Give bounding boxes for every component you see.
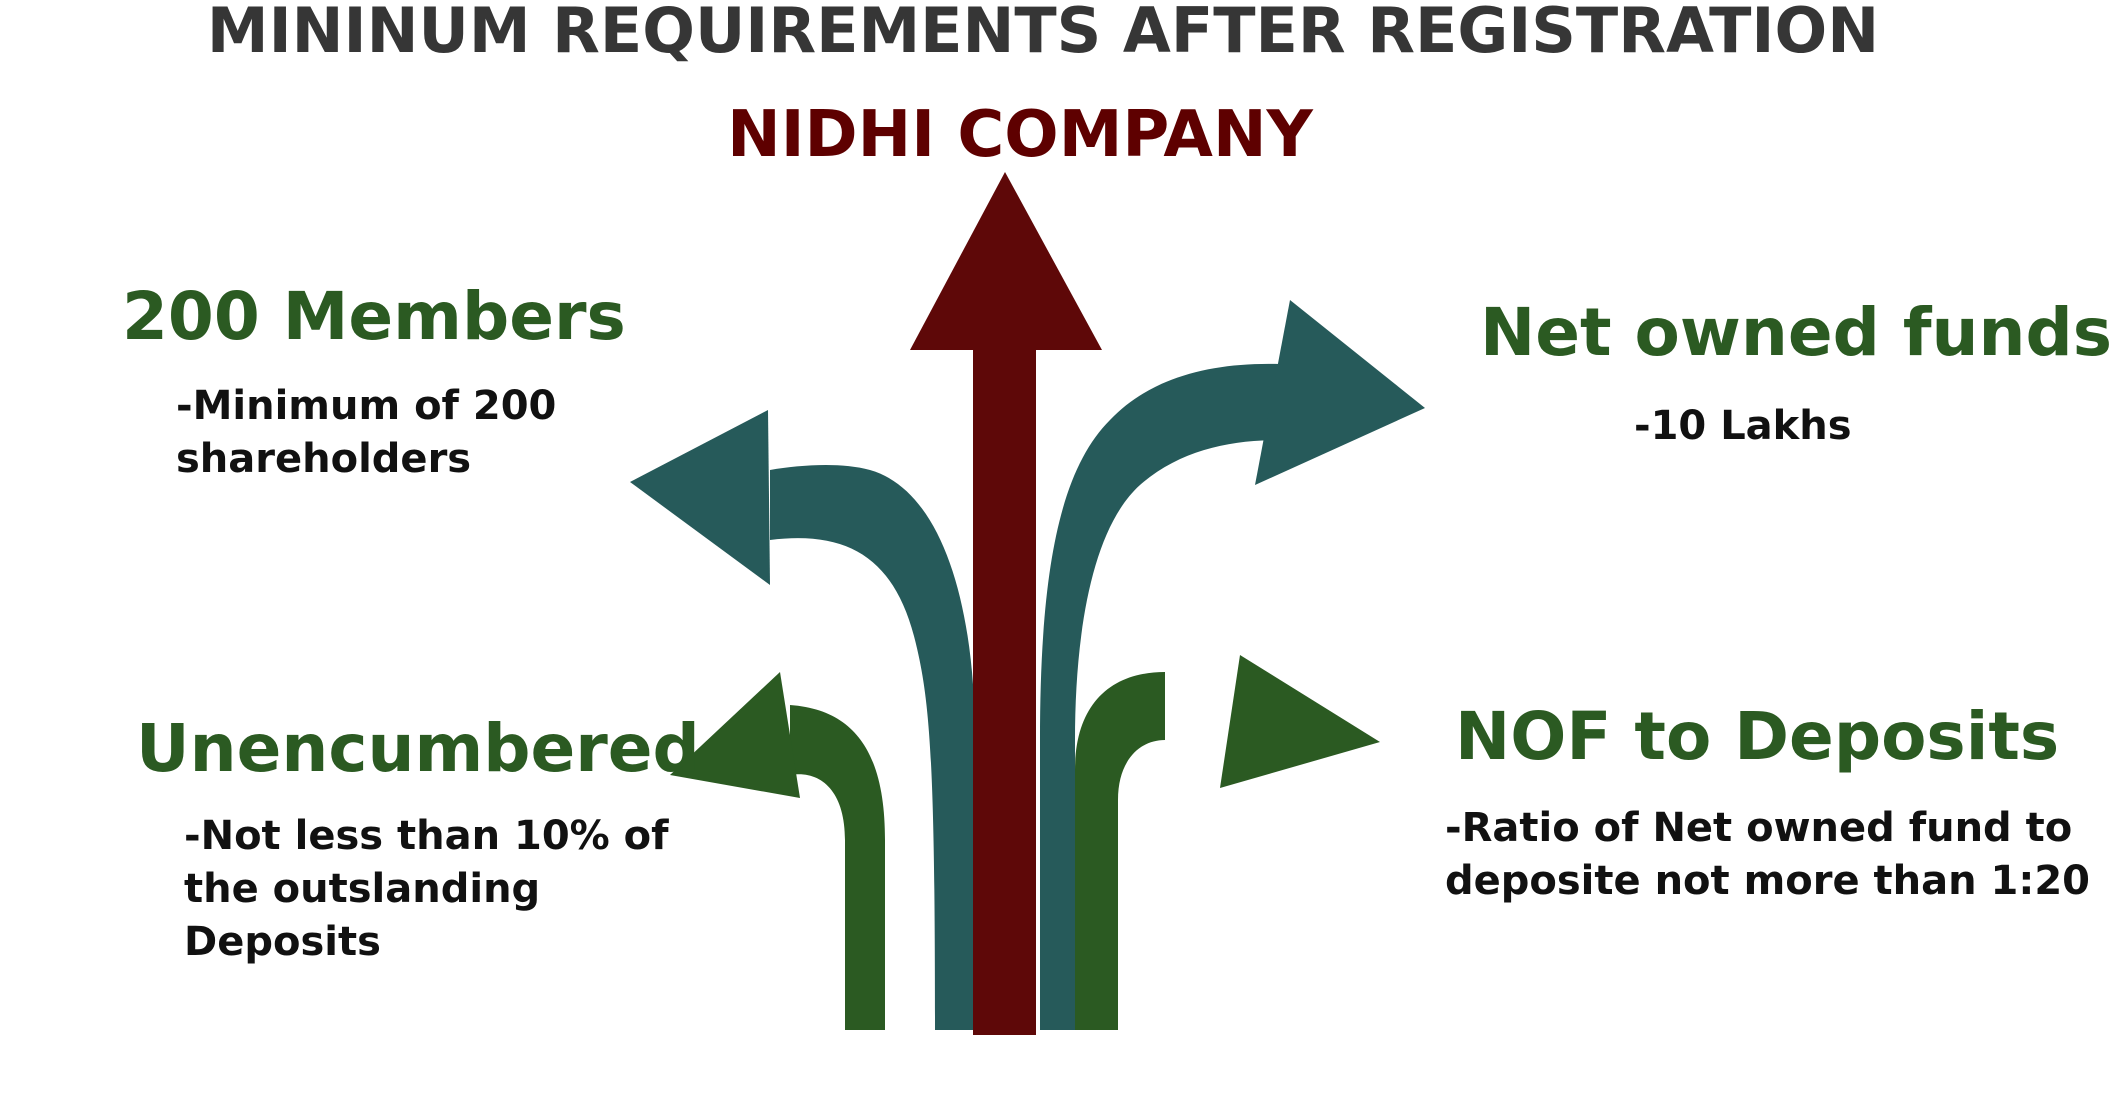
- members-description: -Minimum of 200 shareholders: [176, 380, 556, 486]
- members-heading: 200 Members: [122, 278, 626, 355]
- green-right-arrow-head: [1220, 655, 1380, 788]
- nof-to-deposits-description: -Ratio of Net owned fund to deposite not…: [1445, 802, 2090, 908]
- center-up-arrow-head: [910, 172, 1102, 350]
- members-line-2: shareholders: [176, 436, 472, 482]
- teal-left-arrow: [630, 410, 975, 1030]
- net-owned-funds-line-1: -10 Lakhs: [1634, 403, 1852, 449]
- center-up-arrow-shaft: [973, 345, 1036, 1035]
- unencumbered-line-3: Deposits: [184, 919, 381, 965]
- green-left-arrow-shaft: [790, 705, 885, 1030]
- nof-to-deposits-heading: NOF to Deposits: [1455, 698, 2060, 775]
- unencumbered-line-2: the outslanding: [184, 866, 541, 912]
- green-right-arrow: [1075, 655, 1380, 1030]
- net-owned-funds-heading: Net owned funds: [1480, 294, 2113, 371]
- teal-right-arrow-head: [1255, 300, 1425, 485]
- nof-to-deposits-line-2: deposite not more than 1:20: [1445, 858, 2090, 904]
- unencumbered-line-1: -Not less than 10% of: [184, 813, 669, 859]
- net-owned-funds-description: -10 Lakhs: [1634, 400, 1852, 453]
- green-left-arrow: [670, 672, 885, 1030]
- diagram-subtitle: NIDHI COMPANY: [727, 98, 1313, 172]
- unencumbered-description: -Not less than 10% of the outslanding De…: [184, 810, 669, 969]
- teal-right-arrow: [1040, 300, 1425, 1030]
- unencumbered-heading: Unencumbered: [136, 710, 700, 787]
- green-left-arrow-head: [670, 672, 800, 798]
- nof-to-deposits-line-1: -Ratio of Net owned fund to: [1445, 805, 2073, 851]
- page-title: MININUM REQUIREMENTS AFTER REGISTRATION: [206, 0, 1880, 67]
- center-up-arrow: [910, 172, 1102, 1035]
- members-line-1: -Minimum of 200: [176, 383, 557, 429]
- teal-left-arrow-head: [630, 410, 770, 585]
- green-right-arrow-shaft: [1075, 672, 1165, 1030]
- teal-left-arrow-shaft: [770, 465, 975, 1030]
- teal-right-arrow-shaft: [1040, 363, 1280, 1030]
